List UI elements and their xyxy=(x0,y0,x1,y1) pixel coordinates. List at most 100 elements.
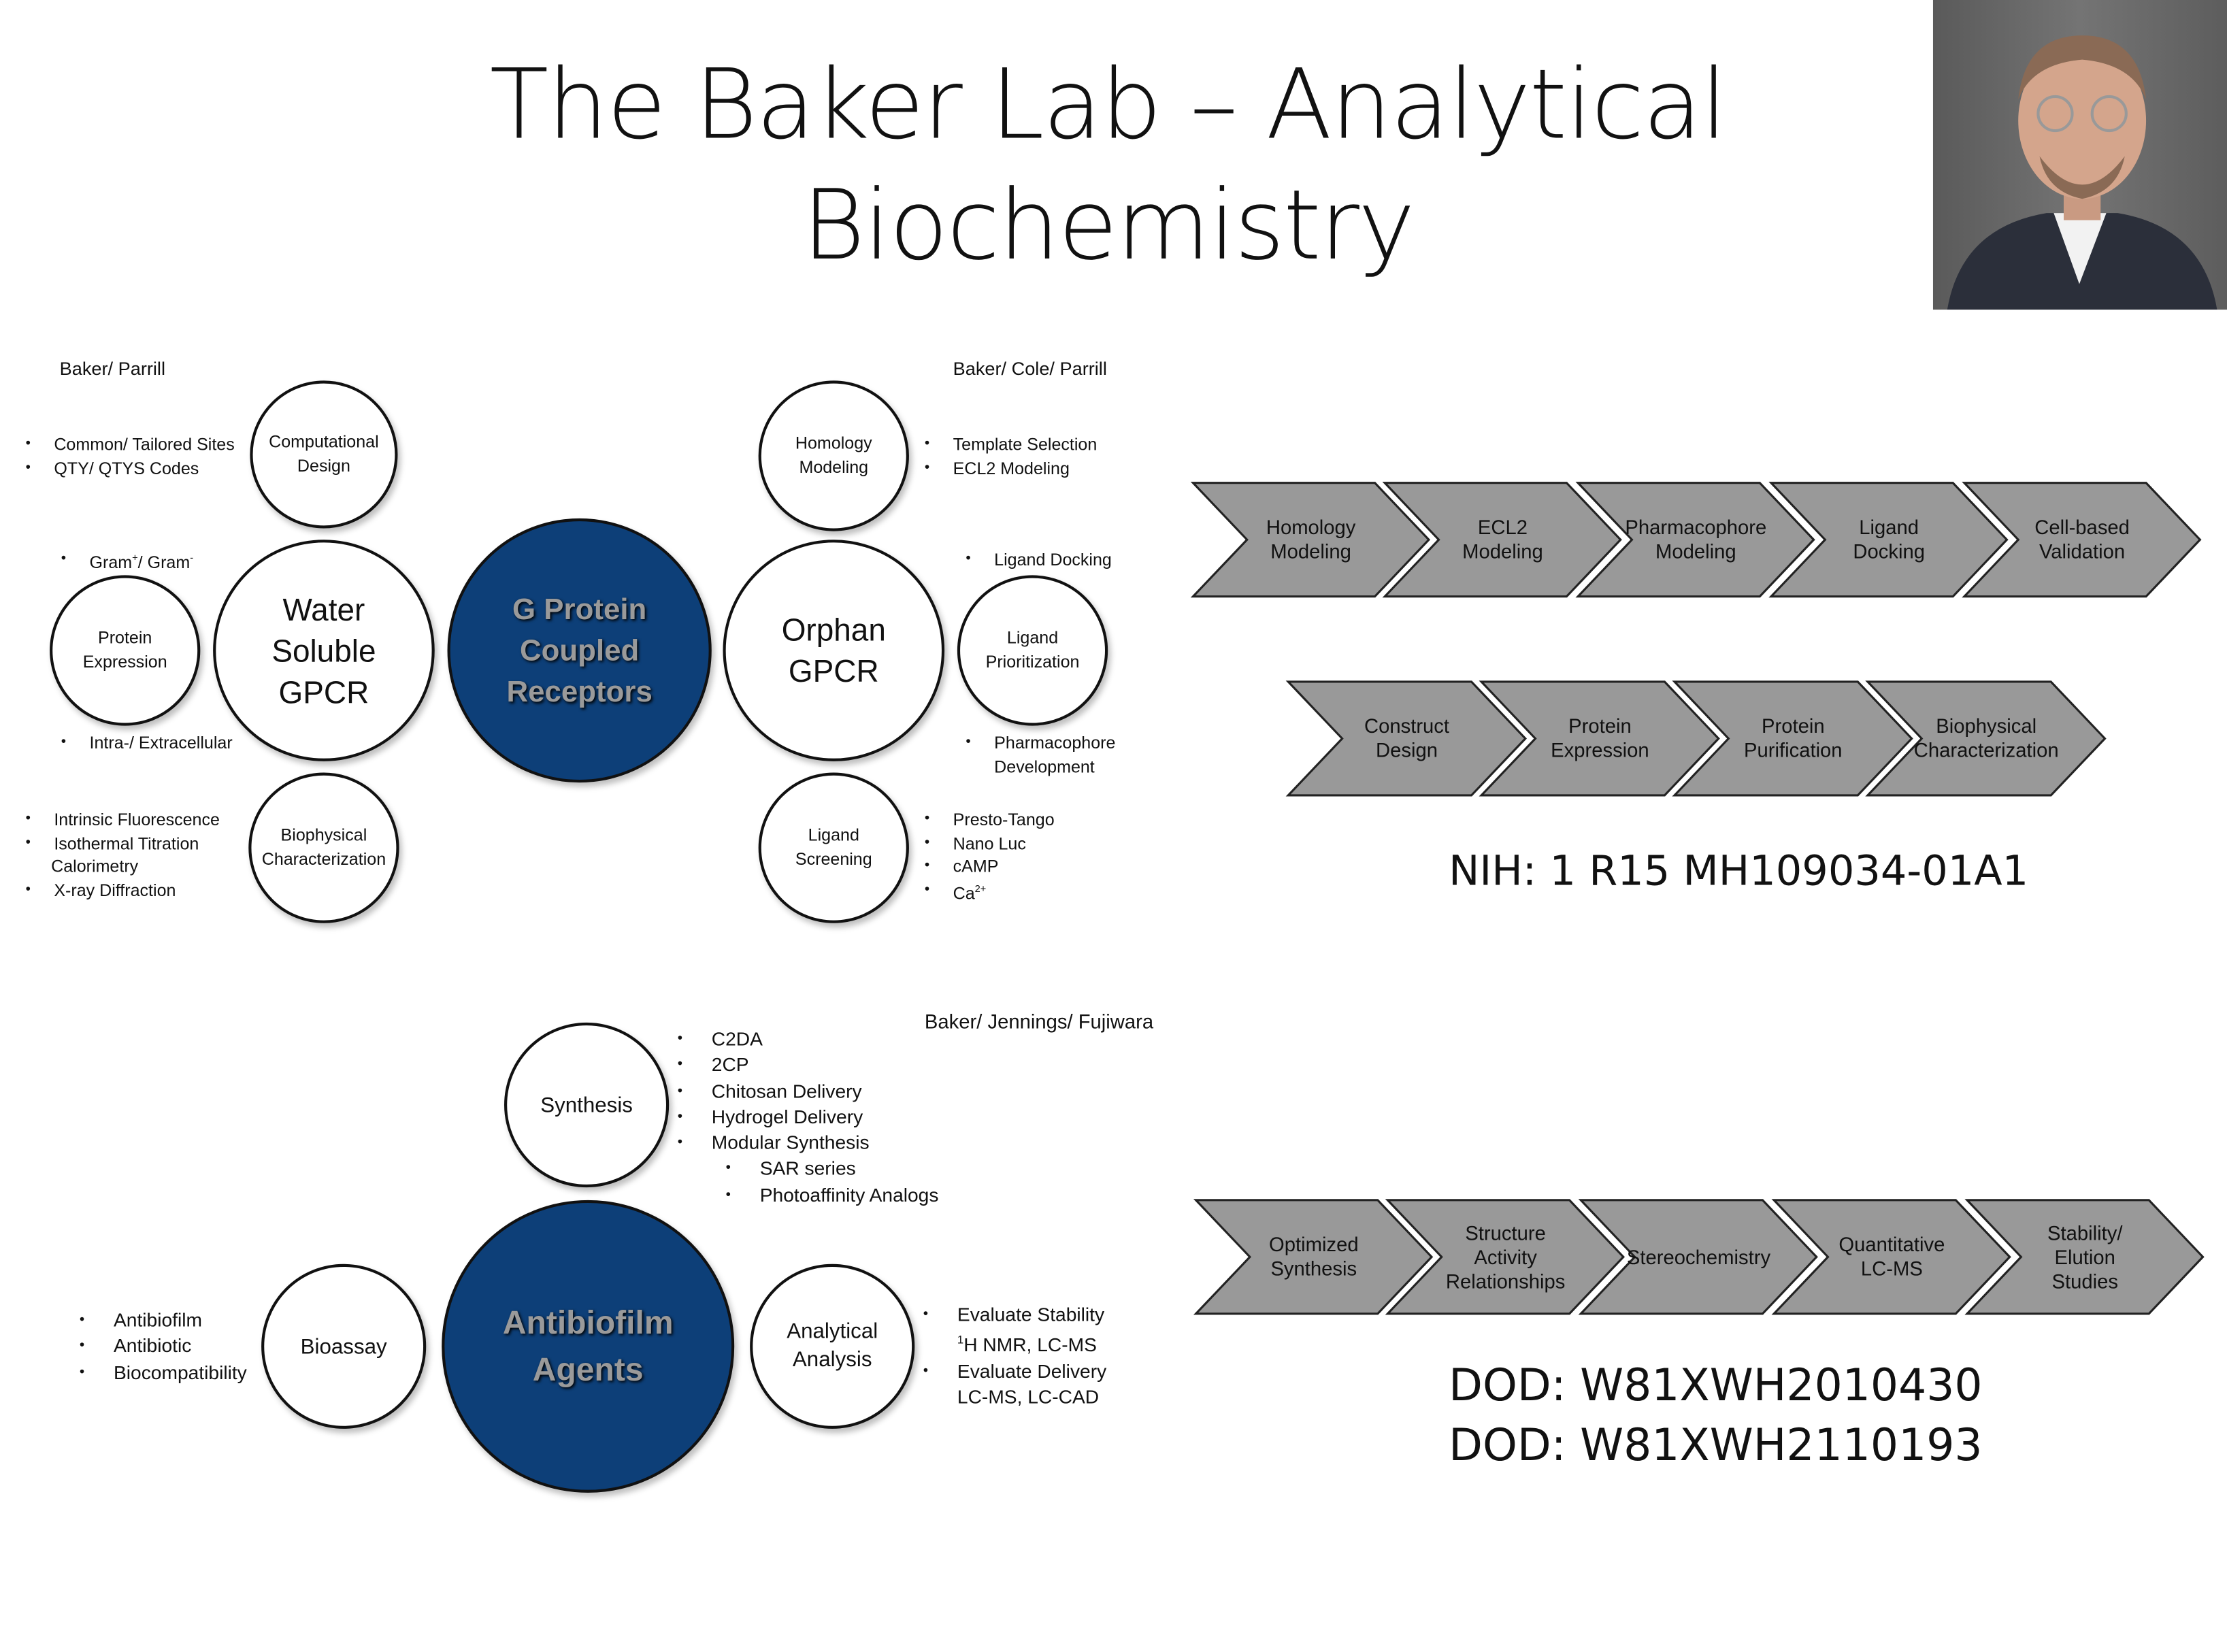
chevron-step-label: Optimized Synthesis xyxy=(1269,1232,1359,1280)
screening-bullets: Presto-Tango Nano Luc cAMP Ca2+ xyxy=(925,808,1055,905)
ligand-docking-bullet: Ligand Docking xyxy=(966,548,1111,572)
circle-label: Synthesis xyxy=(540,1093,633,1117)
circle-analytical-analysis: Analytical Analysis xyxy=(750,1263,915,1429)
bullet-item: Ca2+ xyxy=(925,878,1055,905)
chevron-step-label: Construct Design xyxy=(1364,714,1450,761)
bullet-item: Gram+/ Gram- xyxy=(61,548,193,575)
bullet-item: Chitosan Delivery xyxy=(678,1079,939,1106)
bullet-item: Nano Luc xyxy=(925,831,1055,855)
chevron-step-shape xyxy=(1771,1199,2011,1315)
circle-label: Bioassay xyxy=(300,1334,387,1359)
bullet-item: Antibiotic xyxy=(80,1334,247,1361)
chevron-polygon xyxy=(1865,680,2107,797)
chevron-step-label: Quantitative LC-MS xyxy=(1838,1232,1945,1280)
circle-orphan-gpcr: Orphan GPCR xyxy=(723,540,945,761)
chevron-polygon xyxy=(1385,1199,1626,1315)
bullet-item: QTY/ QTYS Codes xyxy=(26,457,235,480)
circle-label: Analytical Analysis xyxy=(787,1319,878,1372)
chevron-step-shape xyxy=(1964,1199,2205,1315)
bullet-item: ECL2 Modeling xyxy=(925,457,1097,480)
bullet-continuation: Calorimetry xyxy=(51,856,139,876)
bullet-item: Hydrogel Delivery xyxy=(678,1105,939,1131)
bullet-item: Evaluate Stability xyxy=(923,1302,1106,1329)
detail-text: H NMR, LC-MS xyxy=(963,1334,1097,1357)
pharmacophore-bullet: Pharmacophore Development xyxy=(966,731,1115,778)
chevron-step-shape xyxy=(1575,482,1815,598)
homology-bullets: Template Selection ECL2 Modeling xyxy=(925,433,1097,480)
chevron-polygon xyxy=(1575,482,1815,598)
circle-ligand-screening: Ligand Screening xyxy=(758,772,909,923)
bullet-item: Evaluate Delivery xyxy=(923,1359,1106,1386)
superscript: 2+ xyxy=(974,884,987,895)
chevron-polygon xyxy=(1672,680,1913,797)
bioassay-bullets: Antibiofilm Antibiotic Biocompatibility xyxy=(80,1308,247,1386)
ca-text: Ca xyxy=(953,882,975,903)
gram-text: Gram xyxy=(89,552,133,573)
circle-label: Orphan GPCR xyxy=(781,612,886,689)
circle-bioassay: Bioassay xyxy=(261,1263,427,1429)
chevron-step-shape xyxy=(1385,1199,1626,1315)
bullet-continuation: Development xyxy=(994,756,1095,776)
title-line-1: The Baker Lab – Analytical xyxy=(489,50,1728,162)
circle-label: Computational Design xyxy=(269,431,379,476)
bullet-item: Biocompatibility xyxy=(80,1360,247,1387)
chevron-step-label: Stability/ Elution Studies xyxy=(2047,1221,2123,1292)
chevron-step-label: Protein Purification xyxy=(1744,714,1843,761)
circle-label: Homology Modeling xyxy=(795,433,872,478)
chevron-step-label: Structure Activity Relationships xyxy=(1445,1221,1566,1292)
superscript: + xyxy=(132,554,138,564)
chevron-polygon xyxy=(1382,482,1622,598)
bullet-item: X-ray Diffraction xyxy=(26,878,220,902)
sub-bullet-item: Photoaffinity Analogs xyxy=(726,1183,939,1209)
chevron-step-shape xyxy=(1672,680,1913,797)
bullet-item: Modular Synthesis xyxy=(678,1131,939,1157)
chevron-polygon xyxy=(1479,680,1720,797)
bullet-item: Common/ Tailored Sites xyxy=(26,433,235,457)
bullet-item: Intra-/ Extracellular xyxy=(61,731,233,755)
chevron-step-label: Cell-based Validation xyxy=(2034,515,2130,563)
chevron-step-shape xyxy=(1768,482,2009,598)
bullet-item: Presto-Tango xyxy=(925,808,1055,831)
circle-label: Antibiofilm Agents xyxy=(502,1304,674,1388)
circle-label: Protein Expression xyxy=(82,627,167,672)
intra-bullet: Intra-/ Extracellular xyxy=(61,731,233,755)
chevron-polygon xyxy=(1578,1199,1818,1315)
chevron-polygon xyxy=(1771,1199,2011,1315)
circle-synthesis: Synthesis xyxy=(504,1022,670,1188)
bullet-item: Pharmacophore xyxy=(966,731,1115,755)
circle-antibiofilm-center: Antibiofilm Agents xyxy=(442,1200,735,1493)
chevron-step-label: Protein Expression xyxy=(1551,714,1649,761)
bullet-item: Antibiofilm xyxy=(80,1308,247,1334)
chevron-step-label: ECL2 Modeling xyxy=(1462,515,1543,563)
chevron-step-shape xyxy=(1193,1199,1434,1315)
grant-nih: NIH: 1 R15 MH109034-01A1 xyxy=(1449,846,2029,895)
chevron-polygon xyxy=(1190,482,1431,598)
bullet-item: cAMP xyxy=(925,855,1055,878)
chevron-step-shape xyxy=(1865,680,2107,797)
circle-label: G Protein Coupled Receptors xyxy=(506,593,653,708)
circle-biophysical-characterization: Biophysical Characterization xyxy=(248,772,399,923)
chevron-step-label: Homology Modeling xyxy=(1266,515,1356,563)
chevron-polygon xyxy=(1193,1199,1434,1315)
grant-dod-2: DOD: W81XWH2110193 xyxy=(1449,1420,1983,1472)
superscript: - xyxy=(190,554,194,564)
bullet-continuation: 1H NMR, LC-MS xyxy=(923,1328,1106,1359)
circle-protein-expression: Protein Expression xyxy=(50,575,201,726)
chevron-polygon xyxy=(1768,482,2009,598)
chevron-step-shape xyxy=(1962,482,2202,598)
bullet-item: Isothermal Titration xyxy=(26,831,220,855)
circle-label: Ligand Prioritization xyxy=(985,627,1080,672)
bullet-item: C2DA xyxy=(678,1027,939,1053)
chevron-polygon xyxy=(1962,482,2202,598)
gram-text: / Gram xyxy=(137,552,191,573)
bullet-continuation: LC-MS, LC-CAD xyxy=(957,1387,1100,1408)
circle-ligand-prioritization: Ligand Prioritization xyxy=(957,575,1108,726)
circle-label: Ligand Screening xyxy=(795,825,872,870)
bullet-item: Ligand Docking xyxy=(966,548,1111,572)
chevron-polygon xyxy=(1285,680,1528,797)
bullet-item: Intrinsic Fluorescence xyxy=(26,808,220,831)
sub-bullet-item: SAR series xyxy=(726,1157,939,1183)
circle-computational-design: Computational Design xyxy=(250,380,398,529)
circle-homology-modeling: Homology Modeling xyxy=(758,380,909,531)
